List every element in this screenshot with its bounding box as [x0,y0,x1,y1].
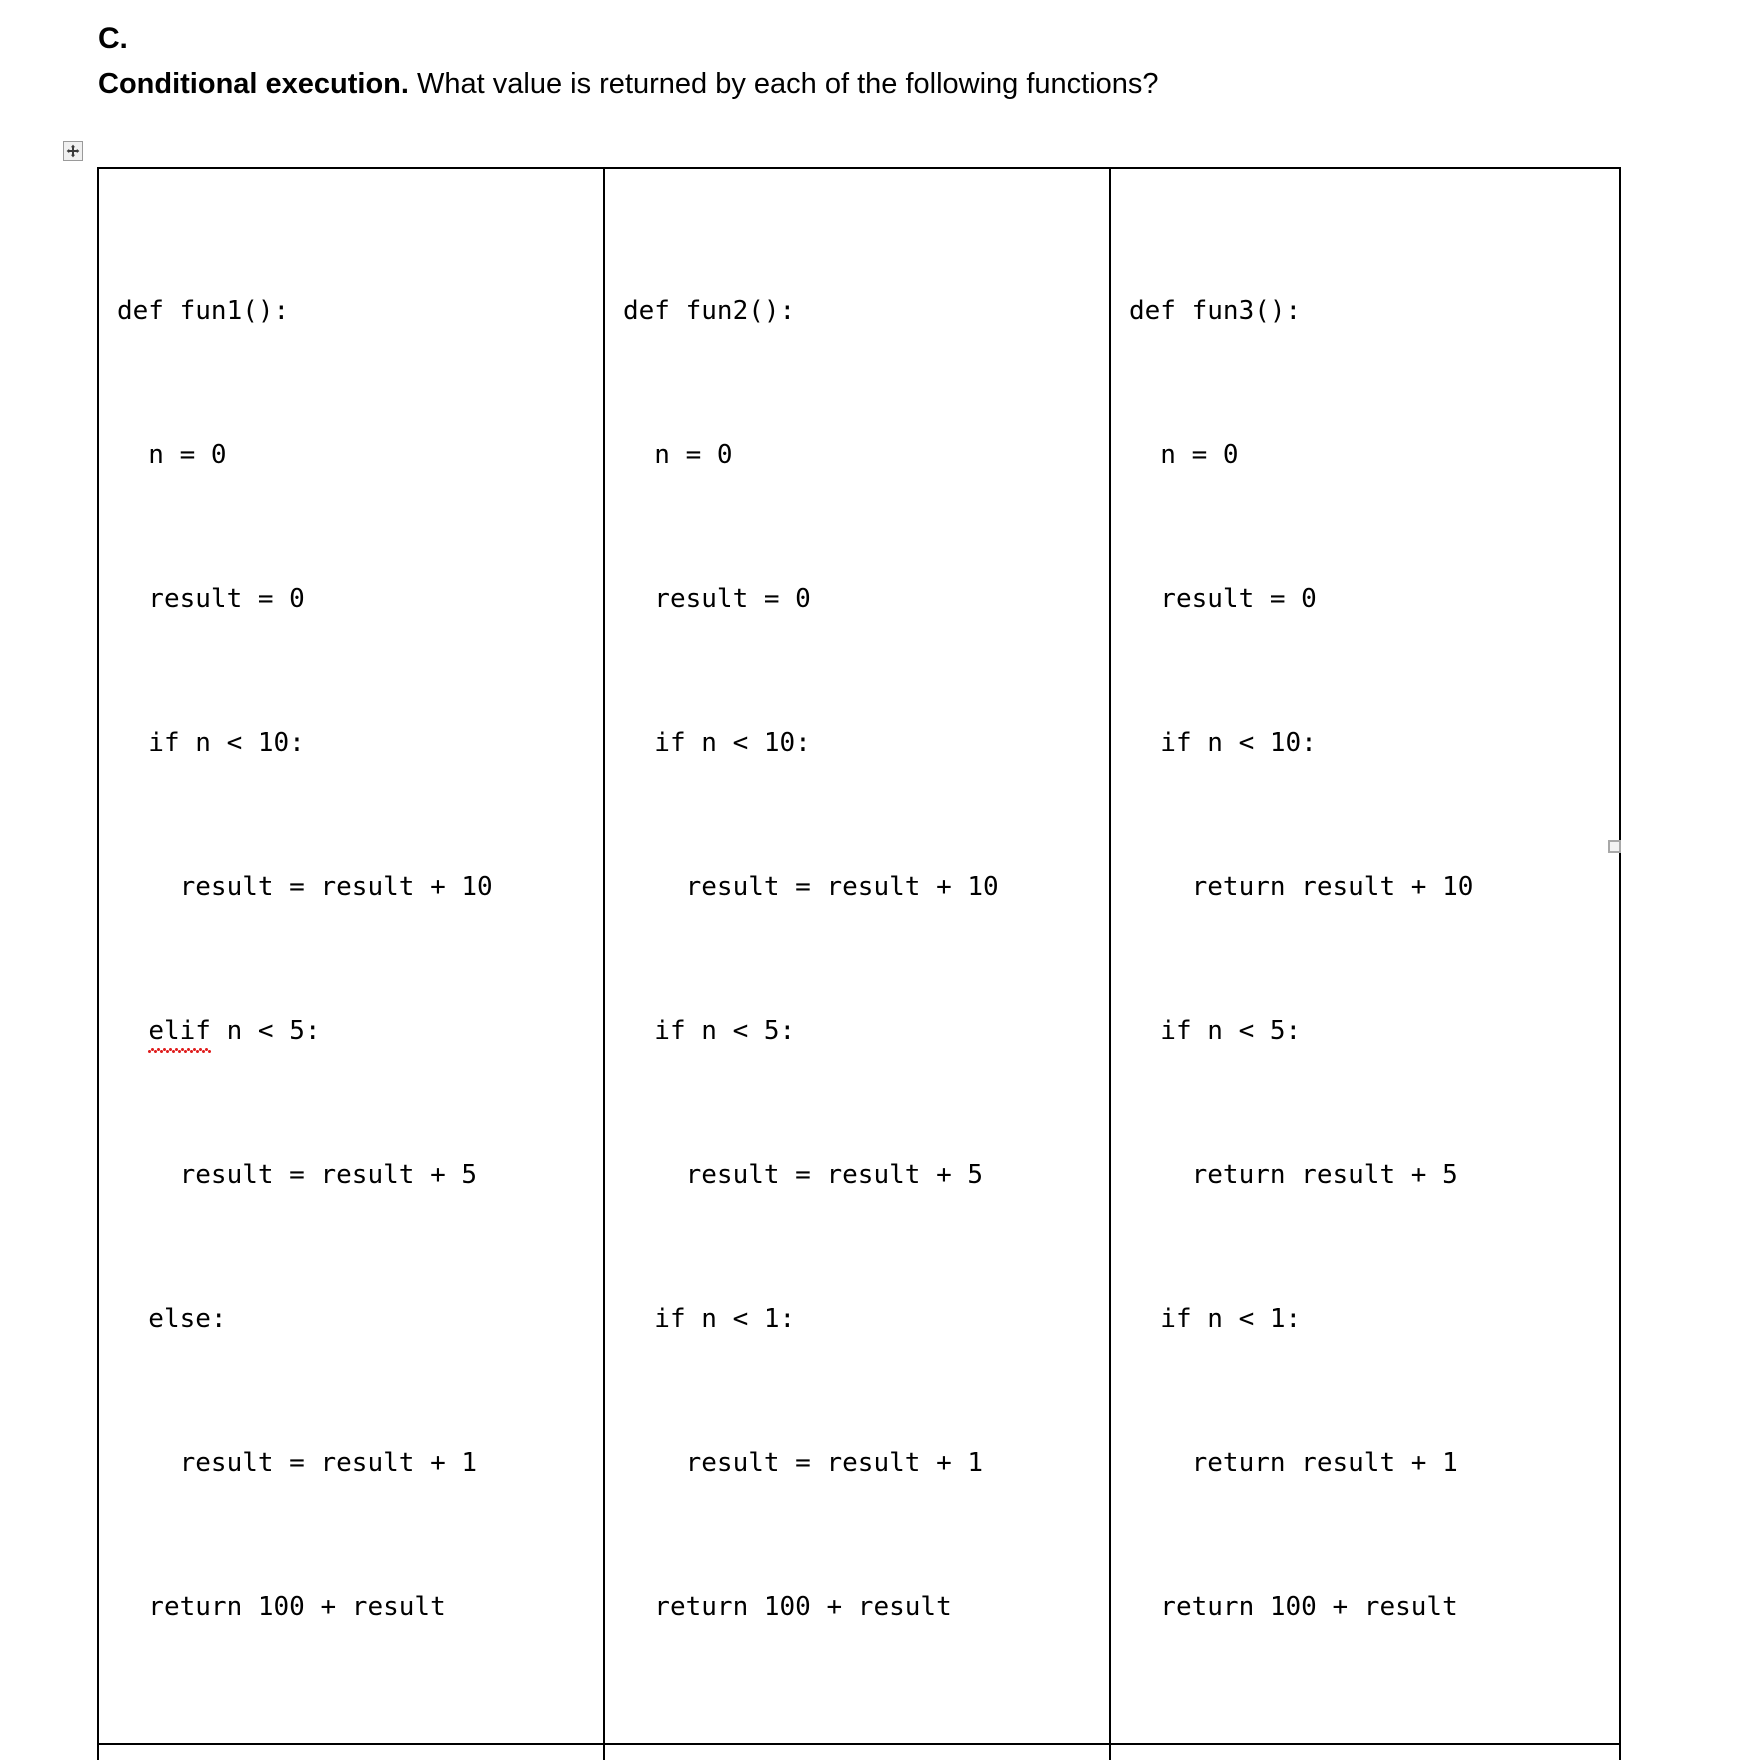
answer-cell-fun2[interactable]: Return value: [603,1743,1111,1760]
spellcheck-misspelled-token[interactable]: elif [148,1007,211,1055]
code-line: if n < 1: [1129,1304,1302,1334]
code-line: if n < 1: [623,1304,796,1334]
code-line: return result + 5 [1129,1160,1458,1190]
code-line: def fun3(): [1129,296,1302,326]
move-arrows-icon [66,144,80,158]
code-line: n = 0 [1129,440,1239,470]
document-page: C. Conditional execution. What value is … [63,20,1621,1760]
code-block-fun1: def fun1(): n = 0 result = 0 if n < 10: … [117,191,603,1727]
code-block-fun2: def fun2(): n = 0 result = 0 if n < 10: … [623,191,1109,1727]
question-text: What value is returned by each of the fo… [408,68,1159,100]
code-line: result = result + 10 [117,872,493,902]
code-line: if n < 5: [1129,1016,1302,1046]
code-line: if n < 10: [623,728,811,758]
code-line: n = 0 [623,440,733,470]
table-move-handle[interactable] [63,141,83,161]
code-line: if n < 5: [623,1016,796,1046]
question-topic: Conditional execution. [98,68,409,100]
code-line: result = 0 [623,584,811,614]
question-letter: C. [98,22,128,55]
code-line: return 100 + result [1129,1592,1458,1622]
code-line: return result + 10 [1129,872,1474,902]
code-line: def fun1(): [117,296,290,326]
code-line: result = result + 10 [623,872,999,902]
answer-cell-fun3[interactable]: Return value: [1109,1743,1621,1760]
code-line: result = result + 5 [623,1160,984,1190]
code-line: result = result + 5 [117,1160,478,1190]
code-line-elif: elif n < 5: [117,1007,603,1055]
answer-cell-fun1[interactable]: Return value: [97,1743,605,1760]
table-row-answers: Return value: Return value: Return value… [97,1743,1621,1760]
code-comparison-table: def fun1(): n = 0 result = 0 if n < 10: … [97,167,1621,1760]
code-line: result = result + 1 [117,1448,478,1478]
code-line: return 100 + result [623,1592,952,1622]
code-line-elif-tail: n < 5: [210,1016,321,1046]
code-line: else: [117,1304,227,1334]
code-line: return 100 + result [117,1592,446,1622]
code-line: return result + 1 [1129,1448,1458,1478]
code-cell-fun2[interactable]: def fun2(): n = 0 result = 0 if n < 10: … [603,167,1111,1745]
code-line: result = 0 [1129,584,1317,614]
table-resize-handle[interactable] [1608,840,1621,853]
code-cell-fun1[interactable]: def fun1(): n = 0 result = 0 if n < 10: … [97,167,605,1745]
code-line: if n < 10: [1129,728,1317,758]
heading-block: C. Conditional execution. What value is … [98,20,1598,104]
code-line: result = result + 1 [623,1448,984,1478]
table-row-code: def fun1(): n = 0 result = 0 if n < 10: … [97,167,1621,1745]
code-line: if n < 10: [117,728,305,758]
code-block-fun3: def fun3(): n = 0 result = 0 if n < 10: … [1129,191,1619,1727]
code-line: def fun2(): [623,296,796,326]
code-cell-fun3[interactable]: def fun3(): n = 0 result = 0 if n < 10: … [1109,167,1621,1745]
question-prompt: Conditional execution. What value is ret… [98,64,1598,104]
code-line: n = 0 [117,440,227,470]
code-line: result = 0 [117,584,305,614]
